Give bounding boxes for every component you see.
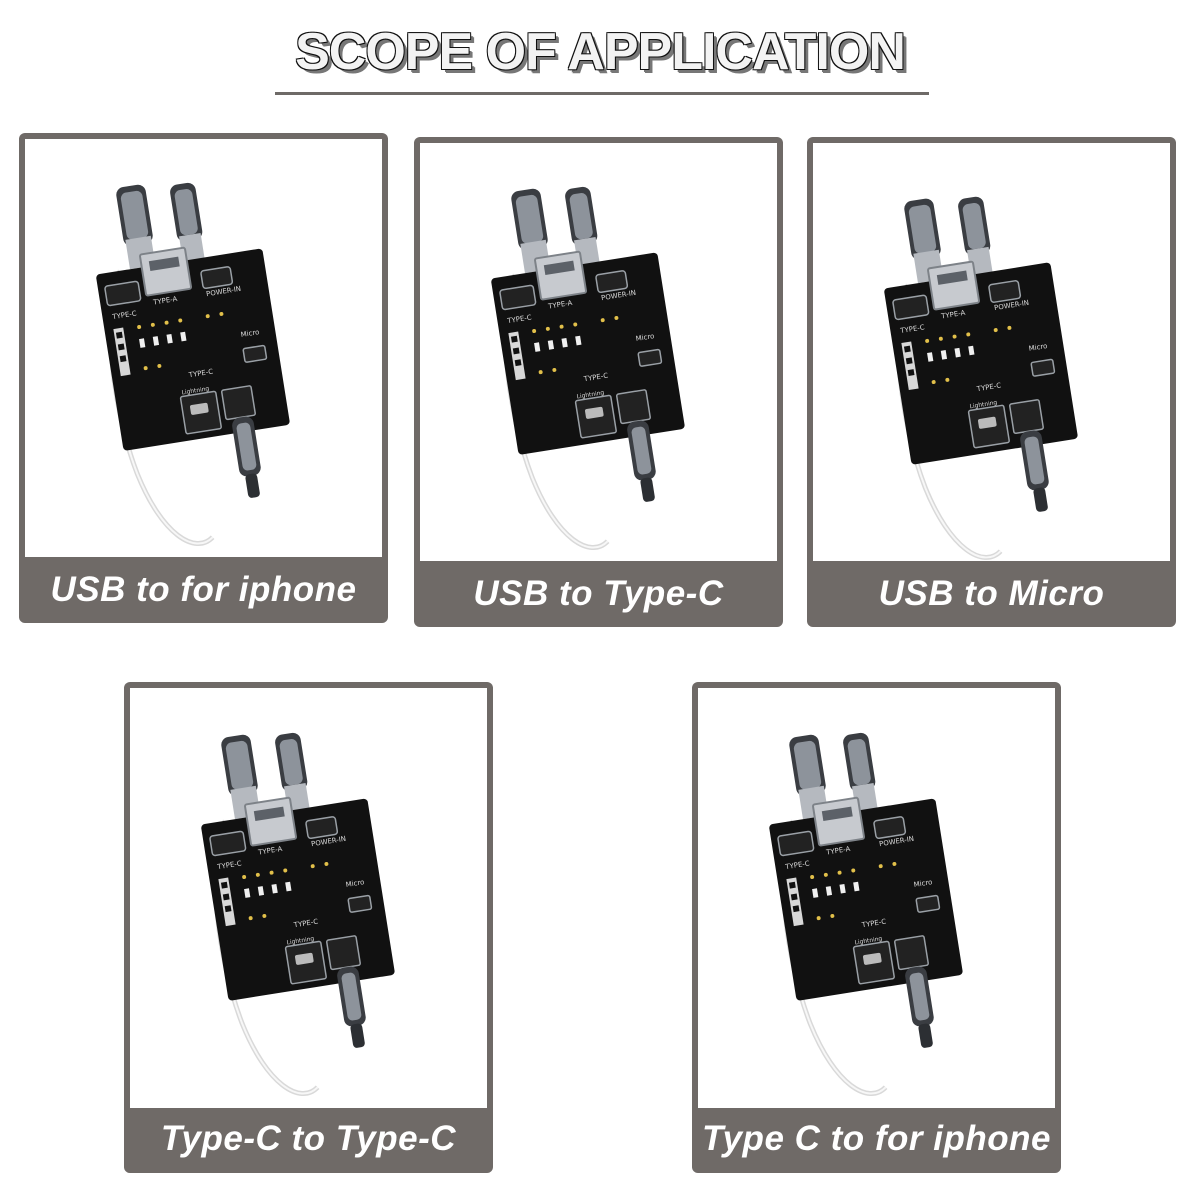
- product-photo: TYPE-C TYPE-A POWER-IN Micro TYPE-C Ligh…: [813, 143, 1170, 561]
- svg-text:TYPE-C: TYPE-C: [784, 859, 810, 871]
- tester-board-image: TYPE-C TYPE-A POWER-IN Micro TYPE-C Ligh…: [201, 732, 395, 1096]
- product-photo: TYPE-C TYPE-A POWER-IN Micro TYPE-C Ligh…: [698, 688, 1055, 1108]
- product-photo: TYPE-C TYPE-A POWER-IN Micro TYPE-C Ligh…: [130, 688, 487, 1108]
- title-underline: [275, 92, 929, 95]
- tester-board-image: TYPE-C TYPE-A POWER-IN Micro TYPE-C Ligh…: [491, 186, 685, 550]
- svg-text:Micro: Micro: [345, 878, 365, 889]
- svg-text:Micro: Micro: [240, 328, 260, 339]
- svg-text:Lightning: Lightning: [576, 389, 605, 400]
- svg-text:TYPE-C: TYPE-C: [860, 918, 886, 930]
- card-caption: Type-C to Type-C: [160, 1119, 457, 1158]
- application-card-usb-to-micro: TYPE-C TYPE-A POWER-IN Micro TYPE-C Ligh…: [807, 137, 1176, 627]
- card-caption: USB to Type-C: [473, 574, 724, 613]
- application-card-usb-to-iphone: TYPE-C TYPE-A POWER-IN Micro TYPE-C Ligh…: [19, 133, 388, 623]
- svg-text:TYPE-C: TYPE-C: [582, 372, 608, 384]
- card-caption: Type C to for iphone: [702, 1119, 1051, 1158]
- product-photo: TYPE-C TYPE-A POWER-IN Micro TYPE-C Ligh…: [420, 143, 777, 561]
- tester-board-image: TYPE-C TYPE-A POWER-IN Micro TYPE-C Ligh…: [769, 732, 963, 1096]
- svg-text:TYPE-A: TYPE-A: [940, 309, 966, 321]
- card-caption: USB to for iphone: [50, 570, 357, 609]
- svg-text:TYPE-C: TYPE-C: [216, 859, 242, 871]
- svg-text:TYPE-C: TYPE-C: [975, 381, 1001, 393]
- svg-text:TYPE-C: TYPE-C: [899, 323, 925, 335]
- svg-text:Lightning: Lightning: [286, 935, 315, 946]
- svg-text:TYPE-C: TYPE-C: [506, 313, 532, 325]
- svg-text:TYPE-C: TYPE-C: [111, 309, 137, 321]
- svg-text:Lightning: Lightning: [854, 935, 883, 946]
- svg-text:Micro: Micro: [913, 878, 933, 889]
- page-title: SCOPE OF APPLICATION: [295, 23, 906, 81]
- tester-board-image: TYPE-C TYPE-A POWER-IN Micro TYPE-C Ligh…: [884, 196, 1078, 560]
- svg-text:Lightning: Lightning: [181, 385, 210, 396]
- svg-text:TYPE-A: TYPE-A: [257, 845, 283, 857]
- product-photo: TYPE-C TYPE-A POWER-IN Micro TYPE-C Ligh…: [25, 139, 382, 557]
- svg-text:TYPE-A: TYPE-A: [825, 845, 851, 857]
- svg-text:Lightning: Lightning: [969, 399, 998, 410]
- svg-text:Micro: Micro: [1028, 342, 1048, 353]
- svg-text:Micro: Micro: [635, 332, 655, 343]
- svg-text:TYPE-A: TYPE-A: [152, 295, 178, 307]
- application-card-type-c-to-type-c: TYPE-C TYPE-A POWER-IN Micro TYPE-C Ligh…: [124, 682, 493, 1173]
- svg-text:TYPE-C: TYPE-C: [187, 368, 213, 380]
- application-card-type-c-to-iphone: TYPE-C TYPE-A POWER-IN Micro TYPE-C Ligh…: [692, 682, 1061, 1173]
- card-caption: USB to Micro: [878, 574, 1105, 613]
- svg-text:TYPE-C: TYPE-C: [292, 918, 318, 930]
- svg-text:TYPE-A: TYPE-A: [547, 299, 573, 311]
- application-card-usb-to-type-c: TYPE-C TYPE-A POWER-IN Micro TYPE-C Ligh…: [414, 137, 783, 627]
- tester-board-image: TYPE-C TYPE-A POWER-IN Micro TYPE-C Ligh…: [96, 182, 290, 546]
